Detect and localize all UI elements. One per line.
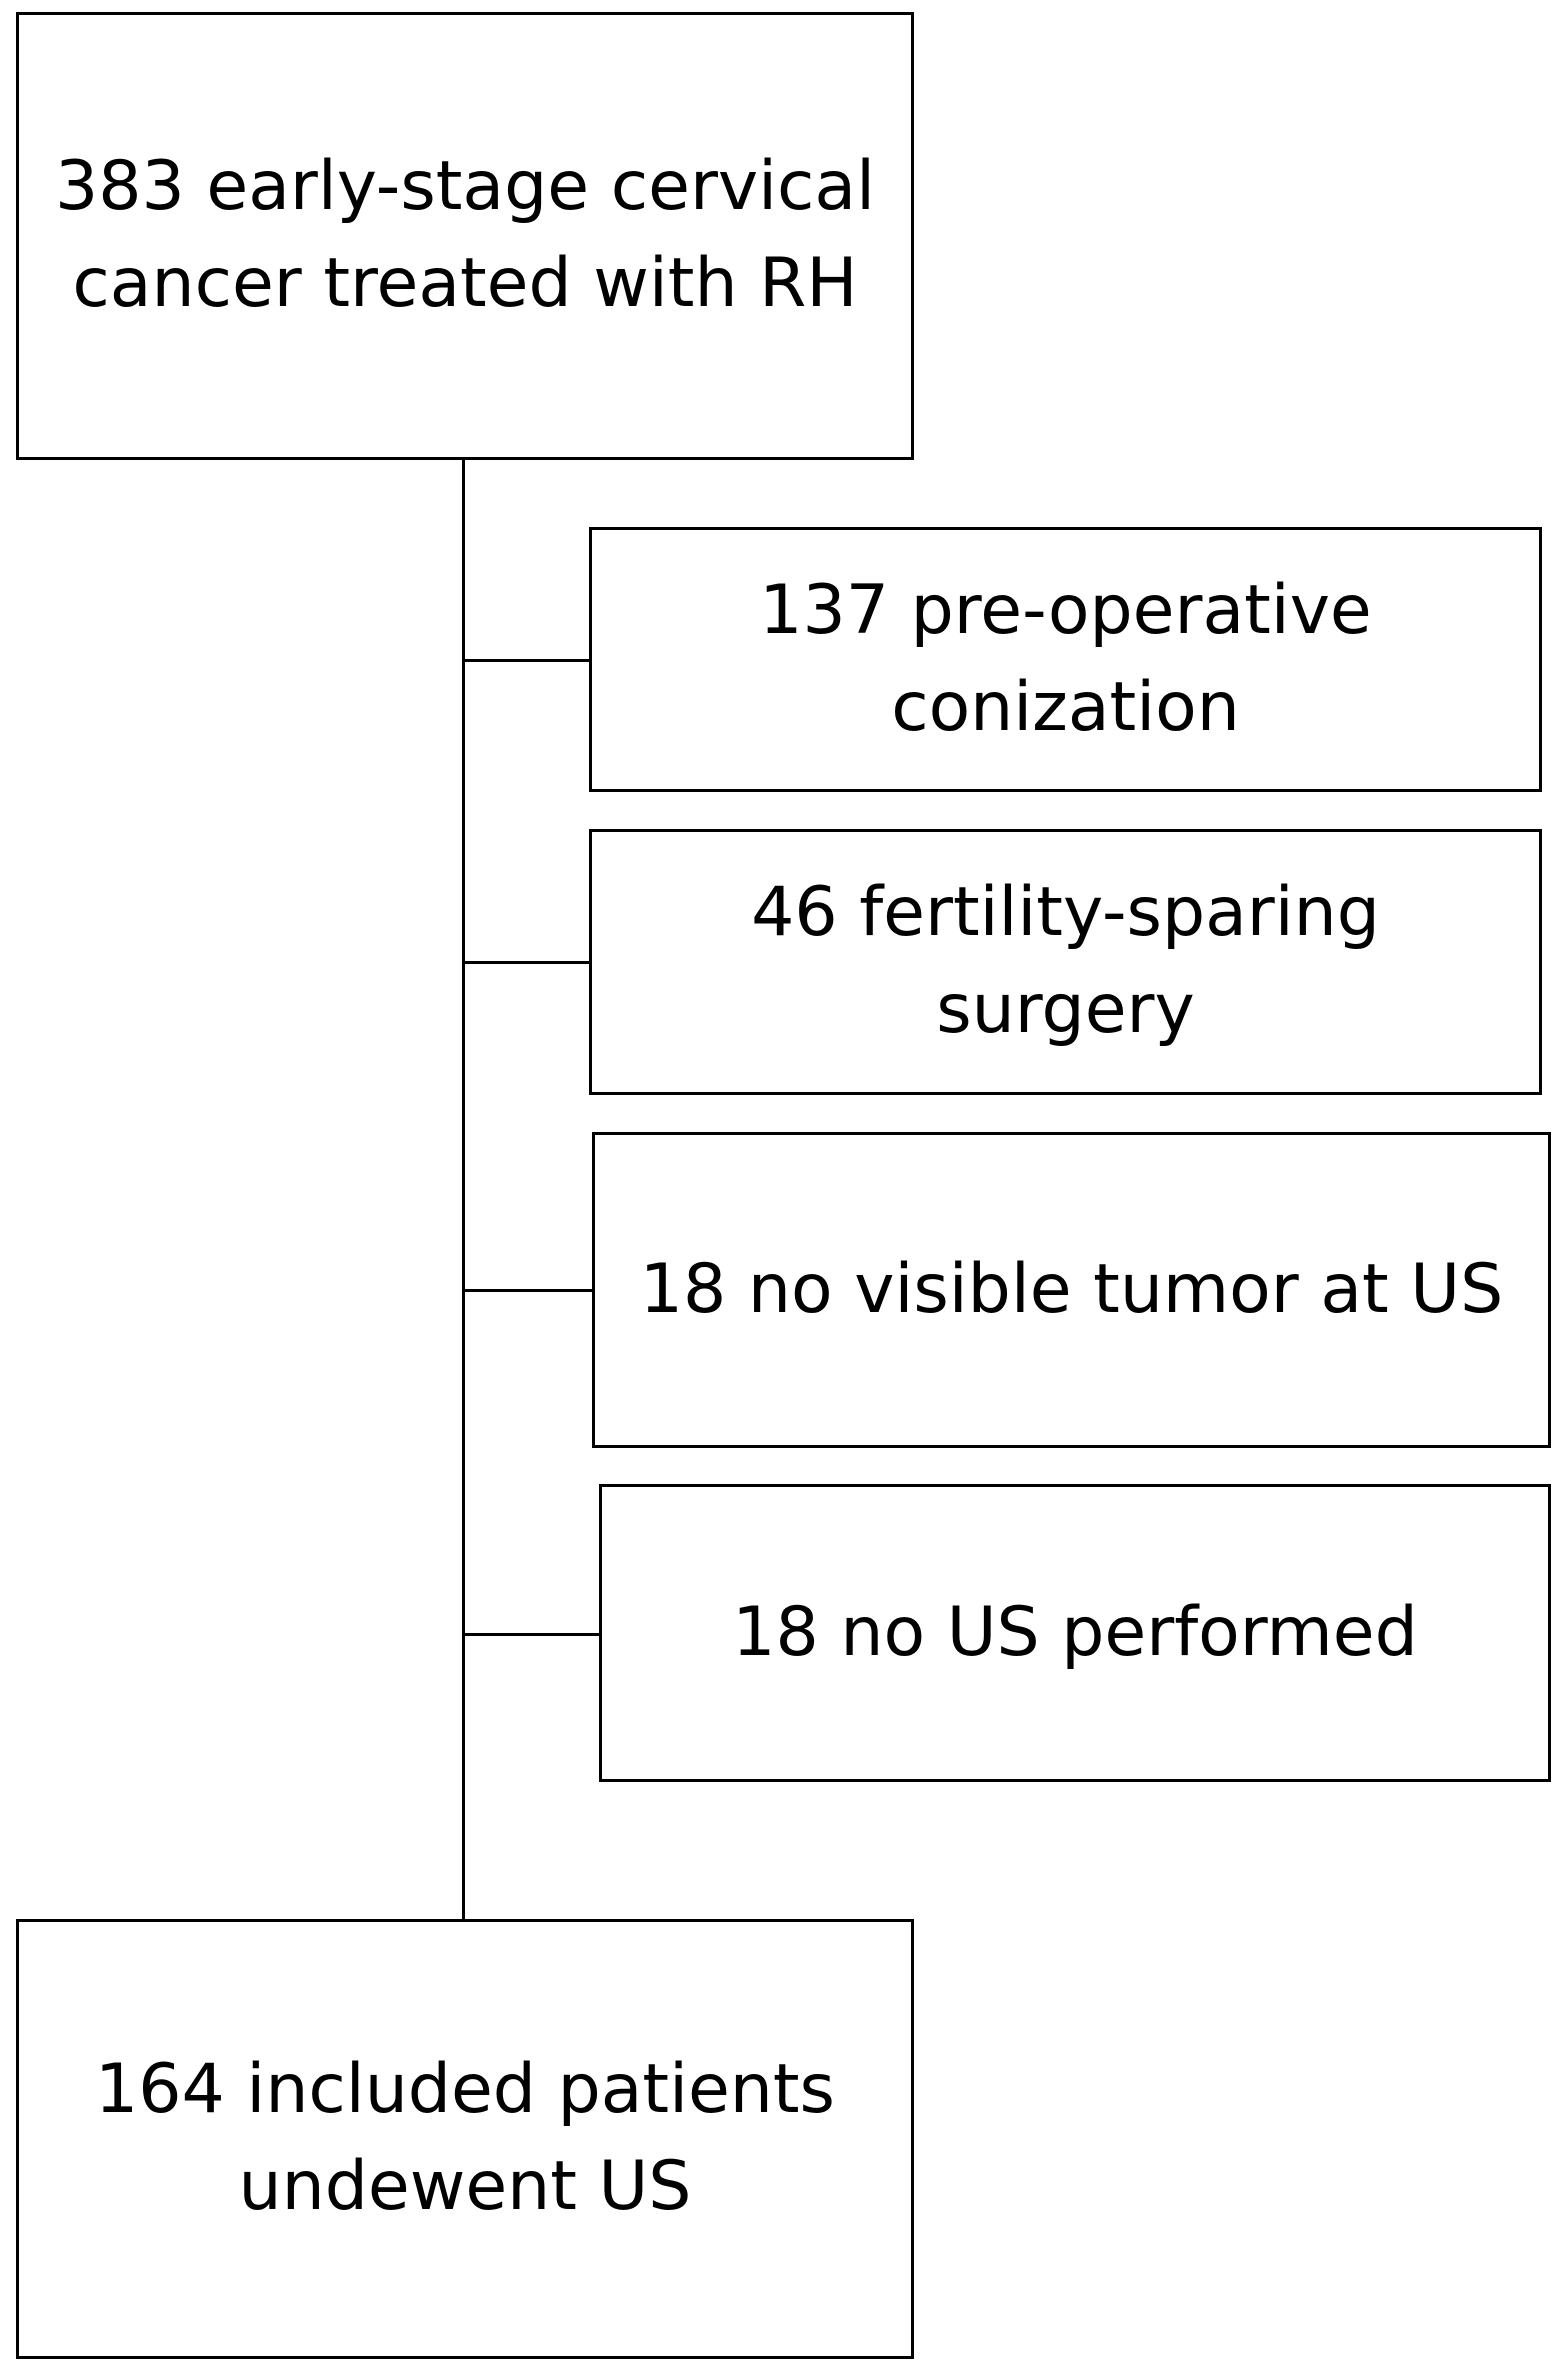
exclusion-text-2: 46 fertility-sparing surgery [751, 873, 1380, 1049]
start-box: 383 early-stage cervical cancer treated … [16, 12, 914, 460]
exclusion-text-1: 137 pre-operative conization [759, 570, 1372, 747]
exclusion-box-2: 46 fertility-sparing surgery [589, 829, 1542, 1095]
branch-line-3 [462, 1289, 593, 1292]
end-box-text: 164 included patients undewent US [95, 2050, 835, 2226]
main-connector-line [462, 460, 465, 1919]
start-box-text: 383 early-stage cervical cancer treated … [55, 147, 875, 323]
branch-line-1 [462, 659, 590, 662]
exclusion-box-3: 18 no visible tumor at US [592, 1132, 1551, 1448]
exclusion-box-4: 18 no US performed [599, 1484, 1551, 1782]
exclusion-box-1: 137 pre-operative conization [589, 527, 1542, 792]
exclusion-text-3: 18 no visible tumor at US [639, 1249, 1504, 1329]
branch-line-2 [462, 961, 590, 964]
exclusion-text-4: 18 no US performed [732, 1592, 1418, 1672]
end-box: 164 included patients undewent US [16, 1919, 914, 2359]
branch-line-4 [462, 1633, 600, 1636]
